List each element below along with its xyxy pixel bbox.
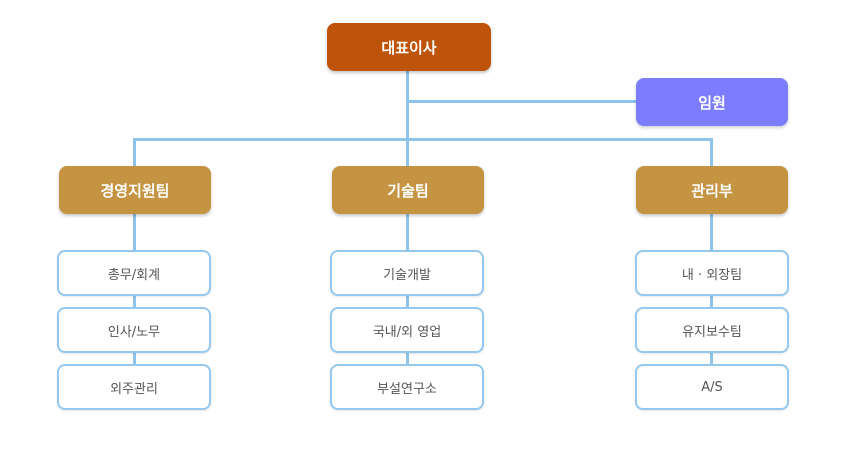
connector-ceo-trunk	[406, 71, 409, 166]
executive-box: 임원	[636, 78, 788, 126]
team-box-sales: 국내/외 영업	[330, 307, 484, 353]
team-box-outsourcing: 외주관리	[57, 364, 211, 410]
department-box-technology: 기술팀	[332, 166, 484, 214]
team-box-tech-development: 기술개발	[330, 250, 484, 296]
team-box-maintenance: 유지보수팀	[635, 307, 789, 353]
connector-dept-1-drop	[133, 138, 136, 166]
connector-dept-3-drop	[710, 138, 713, 166]
team-box-interior-exterior: 내 · 외장팀	[635, 250, 789, 296]
team-box-hr-labor: 인사/노무	[57, 307, 211, 353]
connector-executive-branch	[406, 100, 636, 103]
department-box-management-support: 경영지원팀	[59, 166, 211, 214]
department-box-administration: 관리부	[636, 166, 788, 214]
ceo-box: 대표이사	[327, 23, 491, 71]
team-box-after-service: A/S	[635, 364, 789, 410]
team-box-research-lab: 부설연구소	[330, 364, 484, 410]
connector-department-bus	[133, 138, 713, 141]
team-box-general-affairs: 총무/회계	[57, 250, 211, 296]
